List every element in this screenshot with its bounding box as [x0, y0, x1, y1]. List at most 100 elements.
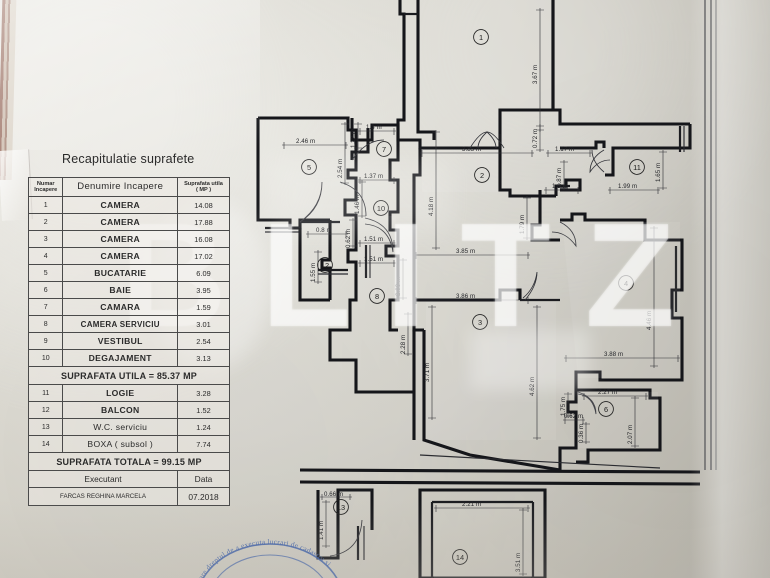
- dim-0.66: 0.66 m: [324, 491, 343, 498]
- balcony-12-walls: [298, 220, 348, 302]
- dim-2.08: 2.08 m: [395, 277, 402, 296]
- table-body: Numar Incapere Denumire Incapere Suprafa…: [27, 177, 230, 506]
- cell-name: CAMERA: [62, 247, 178, 265]
- dim-3.67: 3.67 m: [532, 65, 539, 84]
- cell-area: 3.28: [177, 384, 230, 402]
- room-14-walls: [418, 488, 547, 578]
- svg-text:1: 1: [479, 33, 483, 42]
- cell-area: 14.08: [177, 196, 230, 214]
- cell-name: BOXA ( subsol ): [62, 435, 178, 453]
- room-marker-6: 6: [598, 401, 614, 417]
- footer-value-row: FARCAS REGHINA MARCELA 07.2018: [28, 487, 230, 506]
- dim-4.62: 4.62 m: [529, 377, 536, 396]
- dim-1.65: 1.65 m: [655, 163, 662, 182]
- lower-boundary: [299, 454, 701, 486]
- svg-text:8: 8: [375, 292, 379, 301]
- cell-number: 2: [27, 213, 64, 231]
- header-cell-number: Numar Incapere: [27, 177, 64, 197]
- cell-area: 3.01: [177, 315, 230, 333]
- dim-1.41: 1.41 m: [318, 521, 325, 540]
- date-label: Data: [177, 470, 230, 488]
- room-marker-5: 5: [301, 159, 317, 175]
- room-11-logie-walls: [551, 0, 692, 177]
- dimension-lines: 3.67 m 0.72 m 3.85 m 1.17 m 1.65 m 1.99 …: [282, 8, 680, 576]
- total-row: SUPRAFATA TOTALA = 99.15 MP: [28, 452, 230, 471]
- svg-text:7: 7: [382, 145, 386, 154]
- header-number-line2: Incapere: [34, 187, 58, 193]
- cell-number: 11: [27, 384, 64, 402]
- dim-1.51-b: 1.51 m: [364, 256, 383, 263]
- building-right-edge: [704, 0, 717, 470]
- room-4-walls: [530, 178, 684, 390]
- room-marker-3: 3: [472, 314, 488, 330]
- dim-1.79: 1.79 m: [519, 215, 526, 234]
- footer-label-row: Executant Data: [28, 470, 230, 488]
- cell-number: 6: [27, 281, 64, 299]
- dim-1.55: 1.55 m: [310, 263, 317, 282]
- cell-number: 4: [27, 247, 64, 265]
- cell-name: VESTIBUL: [62, 332, 178, 350]
- cell-number: 10: [27, 349, 64, 367]
- header-number-line1: Numar: [36, 180, 55, 187]
- cell-name: CAMERA: [62, 213, 178, 231]
- dim-1.75: 1.75 m: [560, 397, 567, 416]
- cell-number: 8: [27, 315, 64, 333]
- cell-area: 16.08: [177, 230, 230, 248]
- cell-number: 7: [27, 298, 64, 316]
- cell-name: BUCATARIE: [62, 264, 178, 282]
- room-marker-12: 12: [317, 257, 333, 273]
- dim-3.51: 3.51 m: [515, 553, 522, 572]
- dim-1.3-a: 1.3 m: [366, 124, 382, 131]
- cell-area: 3.95: [177, 281, 230, 299]
- dim-1.3-b: 1.3 m: [552, 183, 568, 190]
- room-5-7-walls: [256, 116, 400, 233]
- dim-1.87: 1.87 m: [556, 168, 563, 187]
- dim-0.72: 0.72 m: [532, 129, 539, 148]
- cell-area: 6.09: [177, 264, 230, 282]
- cell-area: 2.54: [177, 332, 230, 350]
- room-marker-13: 13: [333, 499, 349, 515]
- cell-area: 1.24: [177, 418, 230, 436]
- dim-0.62-a: 0.62 m: [345, 229, 352, 248]
- room-1-walls: [396, 0, 555, 150]
- header-cell-name: Denumire Incapere: [62, 177, 178, 197]
- cell-area: 17.02: [177, 247, 230, 265]
- date-value: 07.2018: [177, 487, 230, 506]
- cell-name: CAMERA: [62, 230, 178, 248]
- cell-name: LOGIE: [62, 384, 178, 402]
- corridor-walls: [328, 140, 414, 394]
- cell-number: 3: [27, 230, 64, 248]
- svg-text:11: 11: [633, 163, 641, 172]
- executant-label: Executant: [28, 470, 178, 488]
- cell-name: W.C. serviciu: [62, 418, 178, 436]
- dim-2.07: 2.07 m: [627, 425, 634, 444]
- dim-0.8: 0.8 m: [316, 227, 332, 234]
- cell-number: 5: [27, 264, 64, 282]
- cell-number: 14: [27, 435, 64, 453]
- cell-area: 7.74: [177, 435, 230, 453]
- svg-text:2: 2: [480, 171, 484, 180]
- dim-2.21: 2.21 m: [462, 501, 481, 508]
- room-number-markers: 1 2 3 4 5 6 7 8 10 11 12 13 14: [301, 29, 645, 565]
- room-marker-1: 1: [473, 29, 489, 45]
- cell-area: 3.13: [177, 349, 230, 367]
- room-3-walls: [412, 271, 561, 472]
- svg-text:4: 4: [624, 279, 628, 288]
- svg-text:12: 12: [321, 261, 329, 270]
- dim-2.46: 2.46 m: [296, 138, 315, 145]
- svg-text:5: 5: [307, 163, 311, 172]
- dim-3.88: 3.88 m: [604, 351, 623, 358]
- dim-4.46: 4.46 m: [646, 311, 653, 330]
- dim-4.18: 4.18 m: [428, 197, 435, 216]
